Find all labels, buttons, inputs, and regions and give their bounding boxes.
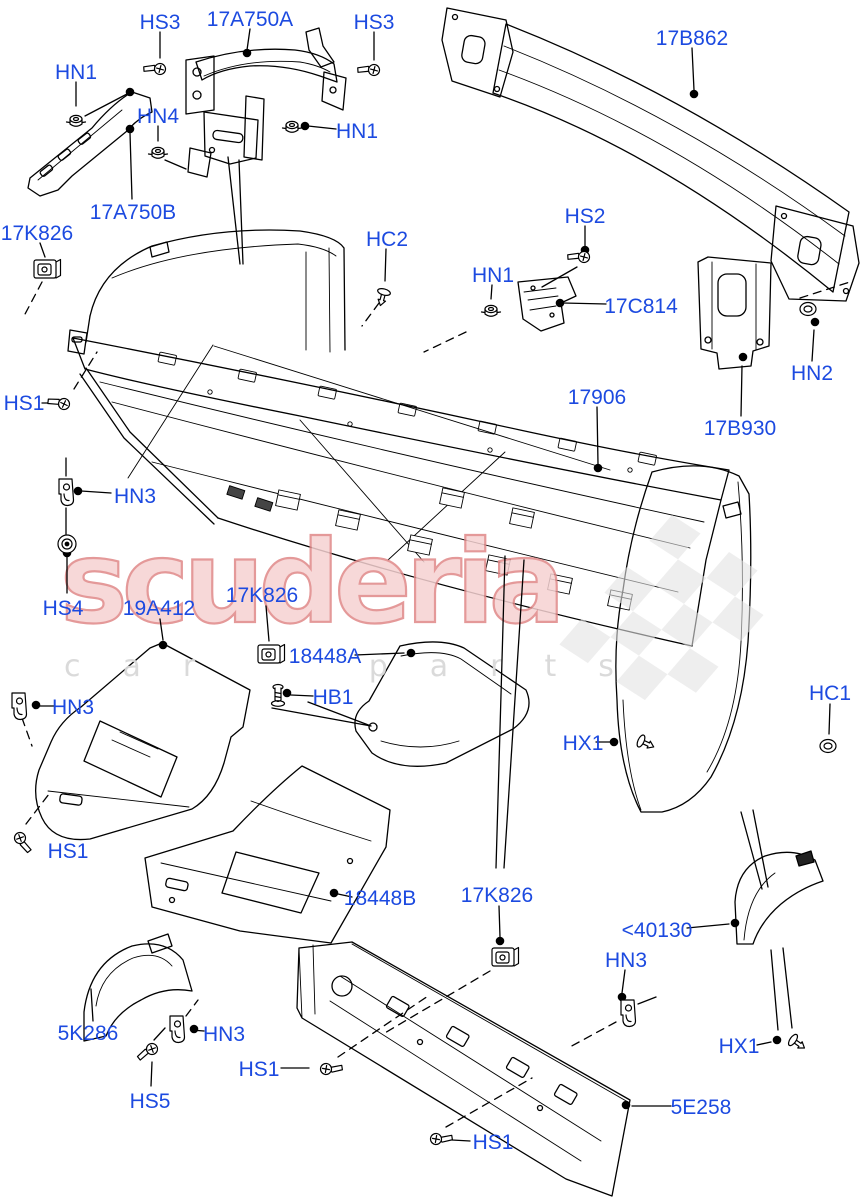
hc1-clip-icon xyxy=(819,738,837,754)
hn3-clip-icon xyxy=(169,1015,186,1044)
fastener-label-hc1[interactable]: HC1 xyxy=(809,682,851,705)
hs1-screw-icon xyxy=(317,1055,345,1081)
part-label-17c814[interactable]: 17C814 xyxy=(604,295,678,318)
part-40130-drawing xyxy=(734,850,824,945)
hn2-grommet-icon xyxy=(799,301,817,317)
hn4-nut-icon xyxy=(147,146,169,159)
hs4-flanged-nut-icon xyxy=(57,534,77,554)
part-19A412-drawing xyxy=(35,642,251,841)
part-17B930-drawing xyxy=(697,256,772,370)
fastener-label-17k826-2[interactable]: 17K826 xyxy=(226,584,298,607)
part-17A750A-drawing xyxy=(185,27,347,178)
hx1-pin-icon xyxy=(634,733,658,754)
fastener-label-hc2[interactable]: HC2 xyxy=(366,228,408,251)
part-label-5e258[interactable]: 5E258 xyxy=(671,1096,732,1119)
hs5-screw-icon xyxy=(135,1039,160,1066)
part-label-17a750a[interactable]: 17A750A xyxy=(207,8,293,31)
hn3-clip-icon xyxy=(11,692,28,721)
part-17906-drawing xyxy=(67,229,752,813)
part-label-17b862[interactable]: 17B862 xyxy=(656,27,728,50)
part-5K286-drawing xyxy=(83,933,193,1042)
part-17A750B-drawing xyxy=(27,91,153,197)
part-17C814-drawing xyxy=(517,276,577,332)
fastener-label-hs1-1[interactable]: HS1 xyxy=(4,392,45,415)
hn1-nut-icon xyxy=(480,304,502,317)
part-label-19a412[interactable]: 19A412 xyxy=(123,597,195,620)
hs1-screw-icon xyxy=(427,1125,455,1151)
part-18448B-drawing xyxy=(144,765,391,944)
part-label-18448a[interactable]: 18448A xyxy=(289,645,361,668)
fastener-label-hn1-3[interactable]: HN1 xyxy=(472,264,514,287)
hn1-nut-icon xyxy=(65,114,87,127)
hn1-nut-icon xyxy=(281,120,303,133)
17k826-clip-icon xyxy=(491,946,520,967)
fastener-label-hx1-1[interactable]: HX1 xyxy=(563,732,604,755)
hc2-pin-icon xyxy=(373,286,392,308)
part-label-40130[interactable]: <40130 xyxy=(622,919,693,942)
hs3-screw-icon xyxy=(141,56,169,82)
fastener-label-17k826-3[interactable]: 17K826 xyxy=(461,884,533,907)
part-labels: HS3 17A750A HS3 17B862 HN1 HN4 HN1 17A75… xyxy=(1,8,851,1154)
hn3-clip-icon xyxy=(620,999,637,1028)
hs1-screw-icon xyxy=(45,392,72,415)
fastener-label-hn3-4[interactable]: HN3 xyxy=(203,1023,245,1046)
fastener-label-hn4[interactable]: HN4 xyxy=(137,105,179,128)
fastener-label-17k826-1[interactable]: 17K826 xyxy=(1,222,73,245)
checkered-flag-icon xyxy=(559,515,764,701)
watermark-brand: scuderia xyxy=(60,516,560,649)
fastener-label-hs1-4[interactable]: HS1 xyxy=(473,1131,514,1154)
fastener-label-hs4[interactable]: HS4 xyxy=(43,597,84,620)
hx1-pin-icon xyxy=(786,1032,809,1054)
hs3-screw-icon xyxy=(355,57,383,83)
hn3-clip-icon xyxy=(58,478,75,507)
fastener-label-hs3-1[interactable]: HS3 xyxy=(140,11,181,34)
fastener-label-hn3-1[interactable]: HN3 xyxy=(114,485,156,508)
watermark-tagline: car parts xyxy=(64,649,656,684)
fastener-label-hs5[interactable]: HS5 xyxy=(130,1090,171,1113)
hs1-screw-icon xyxy=(10,830,37,855)
fastener-label-hs1-3[interactable]: HS1 xyxy=(239,1058,280,1081)
fastener-label-hn1-2[interactable]: HN1 xyxy=(336,120,378,143)
part-label-17906[interactable]: 17906 xyxy=(568,386,626,409)
17k826-clip-icon xyxy=(33,258,62,279)
watermark: scuderia car parts xyxy=(59,515,764,701)
part-5E258-drawing xyxy=(296,941,631,1197)
part-17B862-drawing xyxy=(441,7,860,302)
fastener-label-hn3-3[interactable]: HN3 xyxy=(605,949,647,972)
17k826-clip-icon xyxy=(257,643,286,664)
part-label-17a750b[interactable]: 17A750B xyxy=(90,201,176,224)
fastener-label-hn1-1[interactable]: HN1 xyxy=(55,61,97,84)
fastener-label-hx1-2[interactable]: HX1 xyxy=(719,1035,760,1058)
fastener-label-hn3-2[interactable]: HN3 xyxy=(52,696,94,719)
fastener-label-hn2[interactable]: HN2 xyxy=(791,362,833,385)
part-label-5k286[interactable]: 5K286 xyxy=(58,1022,119,1045)
part-label-18448b[interactable]: 18448B xyxy=(344,887,416,910)
fastener-label-hs3-2[interactable]: HS3 xyxy=(354,11,395,34)
fastener-label-hb1[interactable]: HB1 xyxy=(313,686,354,709)
part-label-17b930[interactable]: 17B930 xyxy=(704,417,776,440)
leader-dots xyxy=(31,48,820,1110)
hb1-bolt-icon xyxy=(270,683,286,707)
fastener-label-hs2[interactable]: HS2 xyxy=(565,205,606,228)
fastener-label-hs1-2[interactable]: HS1 xyxy=(48,840,89,863)
